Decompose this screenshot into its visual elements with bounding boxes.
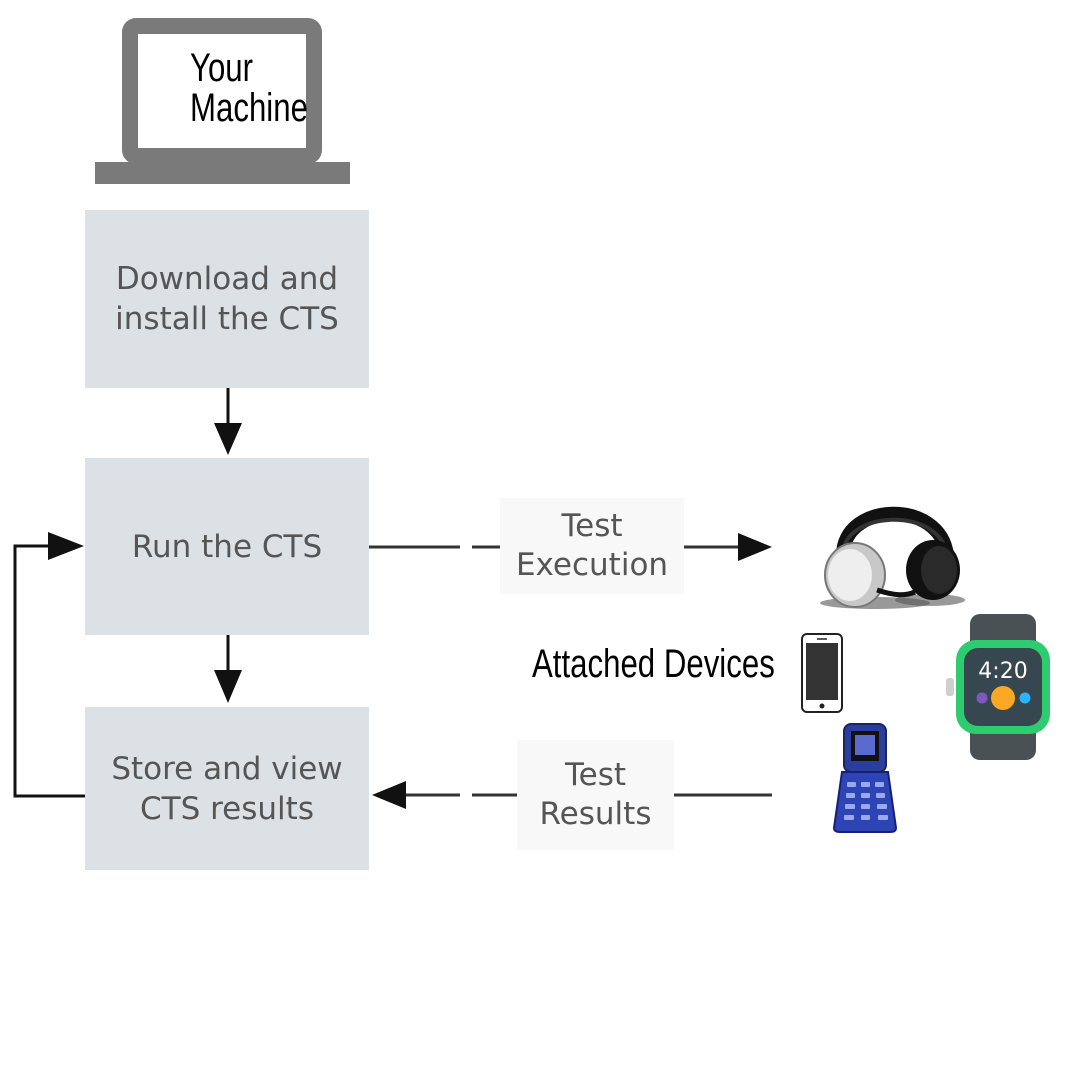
test-execution-label: Test Execution <box>500 498 684 594</box>
step-run-cts: Run the CTS <box>85 458 369 635</box>
arrow-test-results <box>372 781 772 809</box>
arrow-run-to-store <box>214 635 242 703</box>
step-store-results: Store and view CTS results <box>85 707 369 870</box>
attached-devices-label: Attached Devices <box>532 642 775 686</box>
loop-arrow <box>13 532 85 798</box>
laptop-icon <box>95 18 350 184</box>
step-download-install: Download and install the CTS <box>85 210 369 388</box>
test-results-label: Test Results <box>517 740 674 850</box>
step-store-results-label: Store and view CTS results <box>111 750 343 827</box>
smartwatch-icon: 4:20 <box>946 614 1050 760</box>
arrow-download-to-run <box>214 388 242 455</box>
watch-time: 4:20 <box>978 659 1027 684</box>
step-download-install-label: Download and install the CTS <box>115 261 339 337</box>
laptop-label-line2: Machine <box>190 86 308 130</box>
headphones-icon <box>820 506 965 609</box>
arrow-test-execution <box>369 533 772 561</box>
laptop-label-line1: Your <box>190 46 254 90</box>
step-run-cts-label: Run the CTS <box>131 528 323 565</box>
flip-phone-icon <box>832 723 898 833</box>
smartphone-icon <box>801 633 843 713</box>
